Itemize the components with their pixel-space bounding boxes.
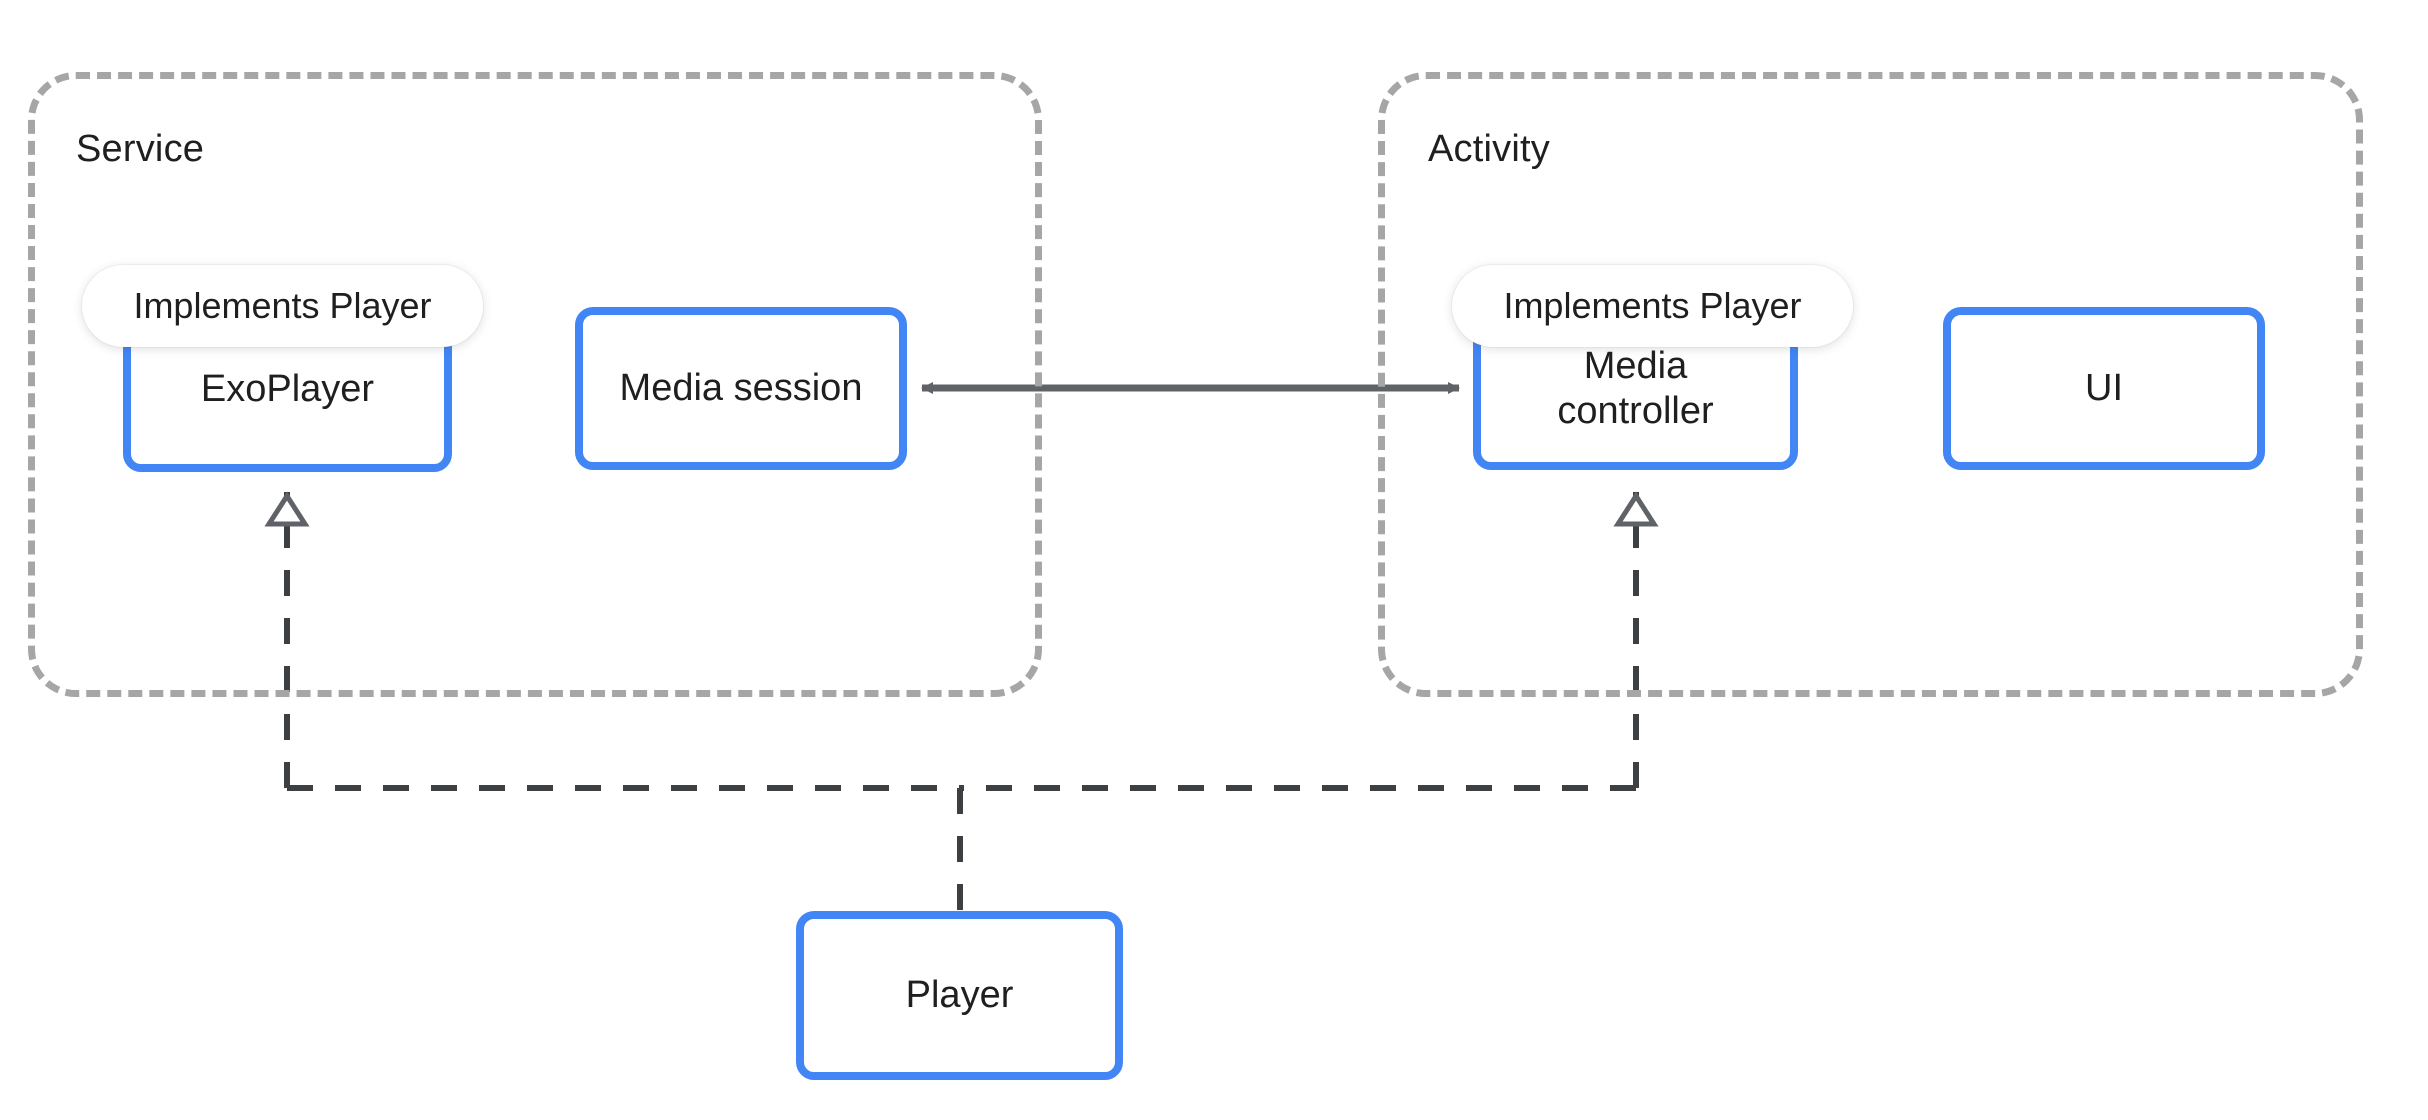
group-activity-label: Activity: [1428, 128, 1550, 170]
node-ui-label: UI: [2085, 367, 2123, 410]
node-media-session-label: Media session: [619, 367, 863, 410]
pill-implements-player-media-controller: Implements Player: [1452, 265, 1853, 347]
node-exoplayer-label: ExoPlayer: [200, 368, 375, 411]
pill-implements-player-exoplayer-label: Implements Player: [133, 285, 432, 326]
group-activity: [1378, 72, 2363, 697]
node-media-controller-label-line2: controller: [1557, 389, 1714, 432]
node-ui[interactable]: UI: [1943, 307, 2265, 470]
node-media-controller-label-line1: Media: [1583, 344, 1688, 387]
group-service: [28, 72, 1042, 697]
node-player[interactable]: Player: [796, 911, 1123, 1080]
node-media-session[interactable]: Media session: [575, 307, 907, 470]
pill-implements-player-media-controller-label: Implements Player: [1503, 285, 1802, 326]
node-player-label: Player: [905, 974, 1014, 1017]
group-service-label: Service: [76, 128, 205, 170]
pill-implements-player-exoplayer: Implements Player: [82, 265, 483, 347]
node-media-controller-labels: Media controller: [1557, 344, 1713, 434]
